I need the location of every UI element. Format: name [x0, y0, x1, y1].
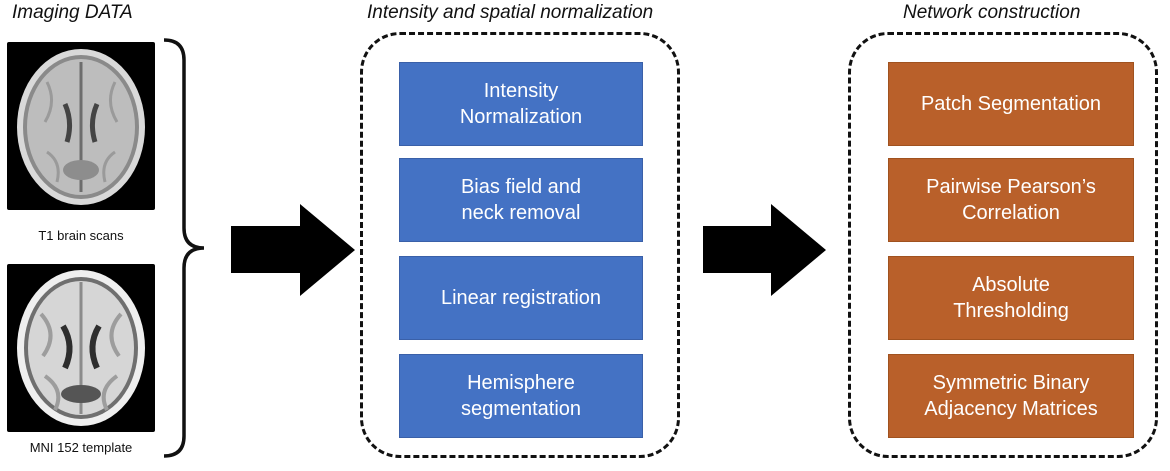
- imaging-heading: Imaging DATA: [12, 2, 133, 23]
- hemisphere-segmentation-step: Hemisphere segmentation: [399, 354, 643, 438]
- network-panel: [848, 32, 1158, 458]
- curly-brace-icon: [163, 38, 205, 458]
- mni-template-image: [7, 264, 155, 432]
- normalization-panel: [360, 32, 680, 458]
- t1-brain-scan-image: [7, 42, 155, 210]
- symmetric-binary-adjacency-step: Symmetric Binary Adjacency Matrices: [888, 354, 1134, 438]
- t1-caption: T1 brain scans: [38, 228, 124, 243]
- bias-field-neck-removal-step: Bias field and neck removal: [399, 158, 643, 242]
- intensity-normalization-step: Intensity Normalization: [399, 62, 643, 146]
- mni-caption: MNI 152 template: [29, 440, 133, 455]
- pairwise-pearson-correlation-step: Pairwise Pearson’s Correlation: [888, 158, 1134, 242]
- brain-mri-icon: [17, 270, 145, 426]
- network-heading: Network construction: [903, 2, 1081, 23]
- normalization-heading: Intensity and spatial normalization: [367, 2, 654, 23]
- brain-mri-icon: [17, 49, 145, 205]
- patch-segmentation-step: Patch Segmentation: [888, 62, 1134, 146]
- linear-registration-step: Linear registration: [399, 256, 643, 340]
- right-arrow-icon: [231, 204, 355, 296]
- right-arrow-icon: [703, 204, 826, 296]
- absolute-thresholding-step: Absolute Thresholding: [888, 256, 1134, 340]
